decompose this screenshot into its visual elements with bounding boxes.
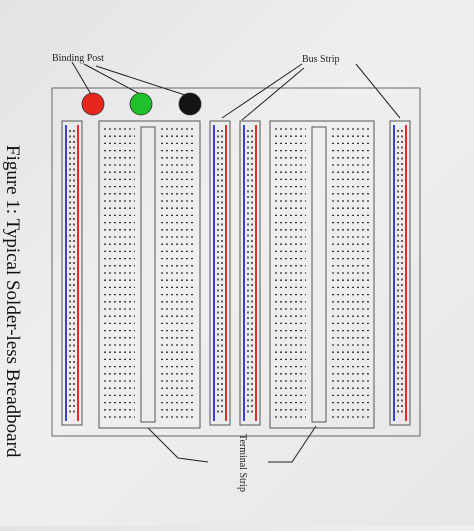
breadboard-outline xyxy=(51,87,421,437)
bus-strip-callout-lines xyxy=(221,63,401,121)
terminal-strip-frame xyxy=(98,120,201,429)
terminal-strip xyxy=(98,120,201,429)
bus-strip-label: Bus Strip xyxy=(302,54,340,65)
figure-caption: Figure 1: Typical Solder-less Breadboard xyxy=(2,145,23,458)
bus-strip-frame xyxy=(389,120,411,426)
bus-strip xyxy=(61,120,83,426)
bus-strip xyxy=(239,120,261,426)
binding-post-green xyxy=(129,92,153,116)
bus-strip xyxy=(209,120,231,426)
binding-post-callout-lines xyxy=(71,61,189,97)
terminal-strip xyxy=(269,120,375,429)
binding-post-red xyxy=(81,92,105,116)
binding-post-label: Binding Post xyxy=(52,53,104,64)
terminal-strip-callout-lines xyxy=(147,425,317,463)
terminal-center-channel xyxy=(311,126,327,423)
terminal-strip-label: Terminal Strip xyxy=(237,434,248,492)
bus-strip-frame xyxy=(239,120,261,426)
bus-strip-frame xyxy=(61,120,83,426)
terminal-center-channel xyxy=(140,126,156,423)
terminal-strip-frame xyxy=(269,120,375,429)
bus-strip-frame xyxy=(209,120,231,426)
binding-post-black xyxy=(178,92,202,116)
bus-strip xyxy=(389,120,411,426)
